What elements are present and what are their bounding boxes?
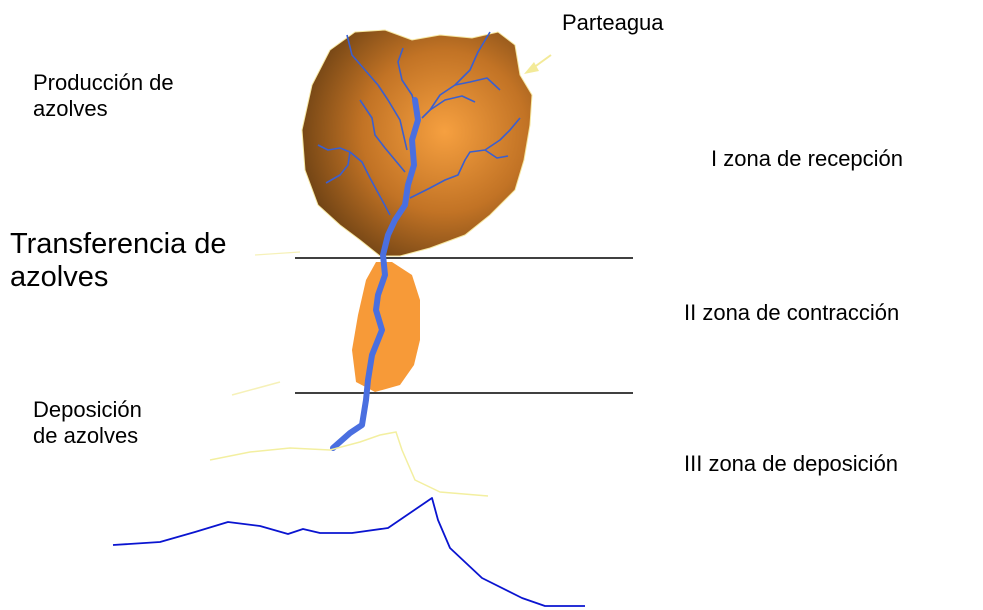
zone-3-label: III zona de deposición — [684, 451, 898, 477]
zone-1-label: I zona de recepción — [711, 146, 903, 172]
production-label-line2: azolves — [33, 96, 174, 122]
production-label-line1: Producción de — [33, 70, 174, 96]
production-label: Producción de azolves — [33, 70, 174, 123]
transfer-label: Transferencia de azolves — [10, 228, 227, 295]
deposition-label-line2: de azolves — [33, 423, 142, 449]
transfer-label-line2: azolves — [10, 261, 227, 294]
divide-arrow — [524, 55, 551, 74]
deposition-fan-outline — [210, 432, 488, 496]
deposition-label-line1: Deposición — [33, 397, 142, 423]
divide-label: Parteagua — [562, 10, 664, 36]
reception-basin — [302, 30, 532, 256]
longitudinal-profile — [113, 498, 585, 606]
pale-streak — [232, 382, 280, 395]
contraction-body — [352, 262, 420, 392]
zone-2-label: II zona de contracción — [684, 300, 899, 326]
transfer-label-line1: Transferencia de — [10, 228, 227, 261]
pale-streak-2 — [255, 252, 300, 255]
deposition-label: Deposición de azolves — [33, 397, 142, 450]
